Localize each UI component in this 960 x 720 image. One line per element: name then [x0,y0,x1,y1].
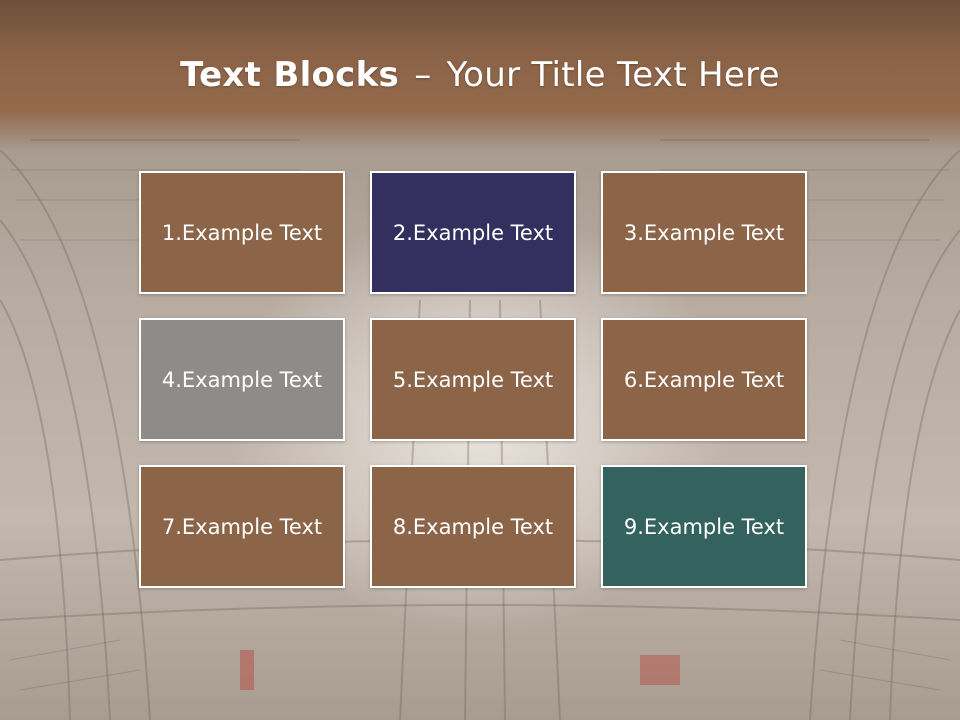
text-block-label: 2.Example Text [392,220,554,245]
text-block-4[interactable]: 4.Example Text [139,318,345,441]
text-block-8[interactable]: 8.Example Text [370,465,576,588]
text-block-label: 5.Example Text [392,367,554,392]
text-block-9[interactable]: 9.Example Text [601,465,807,588]
header-band [0,0,960,150]
title-rest: Your Title Text Here [446,55,780,95]
text-block-label: 7.Example Text [161,514,323,539]
text-block-2[interactable]: 2.Example Text [370,171,576,294]
text-block-label: 3.Example Text [623,220,785,245]
text-block-label: 8.Example Text [392,514,554,539]
text-block-label: 9.Example Text [623,514,785,539]
slide-title: Text Blocks – Your Title Text Here [0,55,960,95]
text-block-3[interactable]: 3.Example Text [601,171,807,294]
text-block-label: 4.Example Text [161,367,323,392]
text-block-1[interactable]: 1.Example Text [139,171,345,294]
title-bold: Text Blocks [180,55,400,95]
text-block-7[interactable]: 7.Example Text [139,465,345,588]
text-block-label: 1.Example Text [161,220,323,245]
text-block-5[interactable]: 5.Example Text [370,318,576,441]
text-block-6[interactable]: 6.Example Text [601,318,807,441]
text-block-label: 6.Example Text [623,367,785,392]
title-separator: – [414,55,432,95]
